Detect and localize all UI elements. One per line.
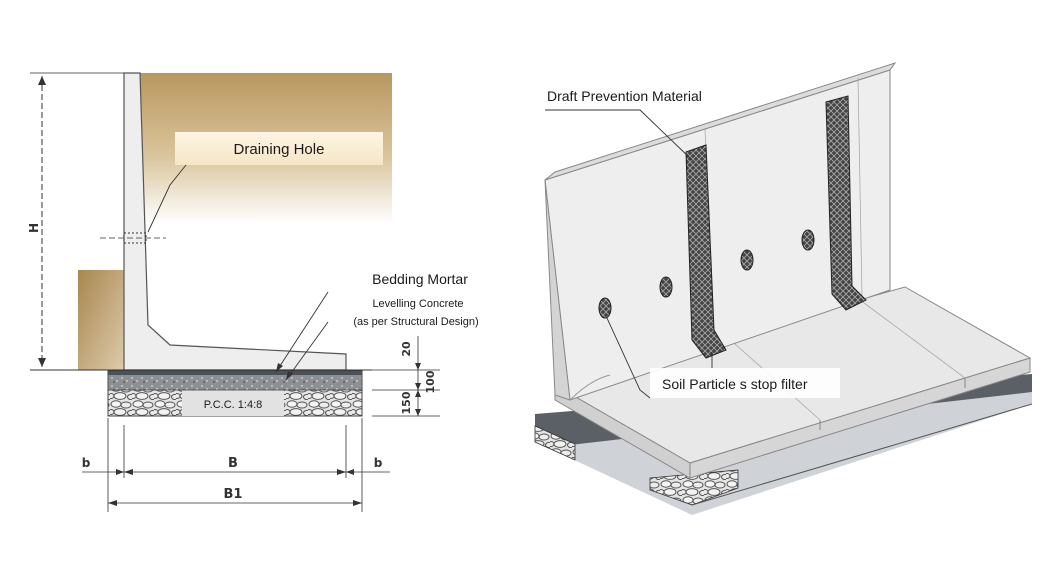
bedding-mortar-label: Bedding Mortar <box>372 271 468 287</box>
layer-dimensions: 20 100 150 <box>372 336 440 417</box>
structural-design-note: (as per Structural Design) <box>353 316 478 328</box>
draining-hole-box <box>175 132 383 165</box>
wall-left-edge <box>544 179 571 401</box>
pcc-thickness-label: 150 <box>400 391 413 414</box>
soil-filter-box <box>650 368 840 398</box>
wall-top-edge <box>544 62 897 181</box>
height-label: H <box>27 223 41 233</box>
soil-filter-label: Soil Particle s stop filter <box>662 376 808 392</box>
draft-strip-left <box>685 144 727 359</box>
front-soil <box>78 270 124 370</box>
wall-drain-hole-2 <box>659 276 673 298</box>
mortar-thickness-label: 20 <box>400 341 413 357</box>
offset-left-label: b <box>82 456 91 470</box>
concrete-thickness-label: 100 <box>424 370 437 393</box>
foundation-stones-front <box>649 469 739 506</box>
draft-prevention-leader <box>545 109 693 161</box>
cross-section: P.C.C. 1:4:8 H Draining Hole Bedding Mor… <box>27 72 479 512</box>
mortar-top-band <box>108 371 362 375</box>
wall-drain-hole-3 <box>740 249 754 271</box>
levelling-concrete-label: Levelling Concrete <box>372 298 463 310</box>
overall-base-label: B1 <box>224 487 243 502</box>
wall-drain-hole-4 <box>801 229 815 251</box>
draft-prevention-label: Draft Prevention Material <box>547 88 702 104</box>
height-dimension: H <box>27 76 46 367</box>
draft-strip-right <box>825 95 867 311</box>
pcc-center-block <box>182 390 284 416</box>
soil-filter-leader-1 <box>606 317 651 399</box>
wall-drain-hole-1 <box>598 297 612 319</box>
pcc-label: P.C.C. 1:4:8 <box>204 399 263 411</box>
levelling-concrete-leader <box>285 321 329 381</box>
bedding-mortar-leader <box>275 291 329 373</box>
draining-hole-label: Draining Hole <box>234 141 325 158</box>
draining-hole-leader <box>147 164 187 233</box>
offset-right-label: b <box>374 456 383 470</box>
base-dimensions: b b B B1 <box>82 418 390 512</box>
isometric-view: Draft Prevention Material Soil Particle … <box>534 62 1033 515</box>
base-label: B <box>228 456 238 471</box>
foundation-stones-left <box>534 425 576 461</box>
